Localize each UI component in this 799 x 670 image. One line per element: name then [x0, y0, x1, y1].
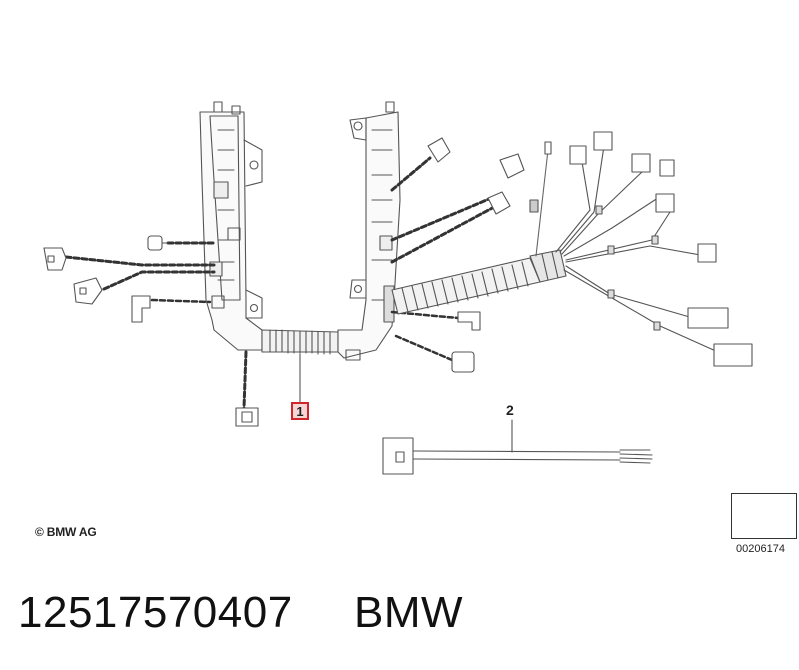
right-branch-wires: [390, 137, 525, 373]
reference-box: [731, 493, 797, 539]
left-harness-carrier: [199, 101, 263, 351]
fanout-wires: [529, 131, 753, 367]
wiring-harness-diagram: [43, 101, 789, 533]
corrugated-tube-bottom: [261, 329, 339, 355]
callout-2: 2: [506, 402, 514, 418]
copyright-label: © BMW AG: [35, 525, 97, 539]
part-2-cable: [382, 419, 653, 475]
brand-name: BMW: [354, 588, 464, 637]
reference-code: 00206174: [736, 543, 785, 555]
callout-1: 1: [291, 402, 309, 420]
right-harness-carrier: [337, 101, 401, 361]
main-corrugated-trunk: [391, 249, 567, 315]
left-branch-wires: [43, 235, 259, 427]
part-number: 12517570407: [18, 588, 293, 637]
